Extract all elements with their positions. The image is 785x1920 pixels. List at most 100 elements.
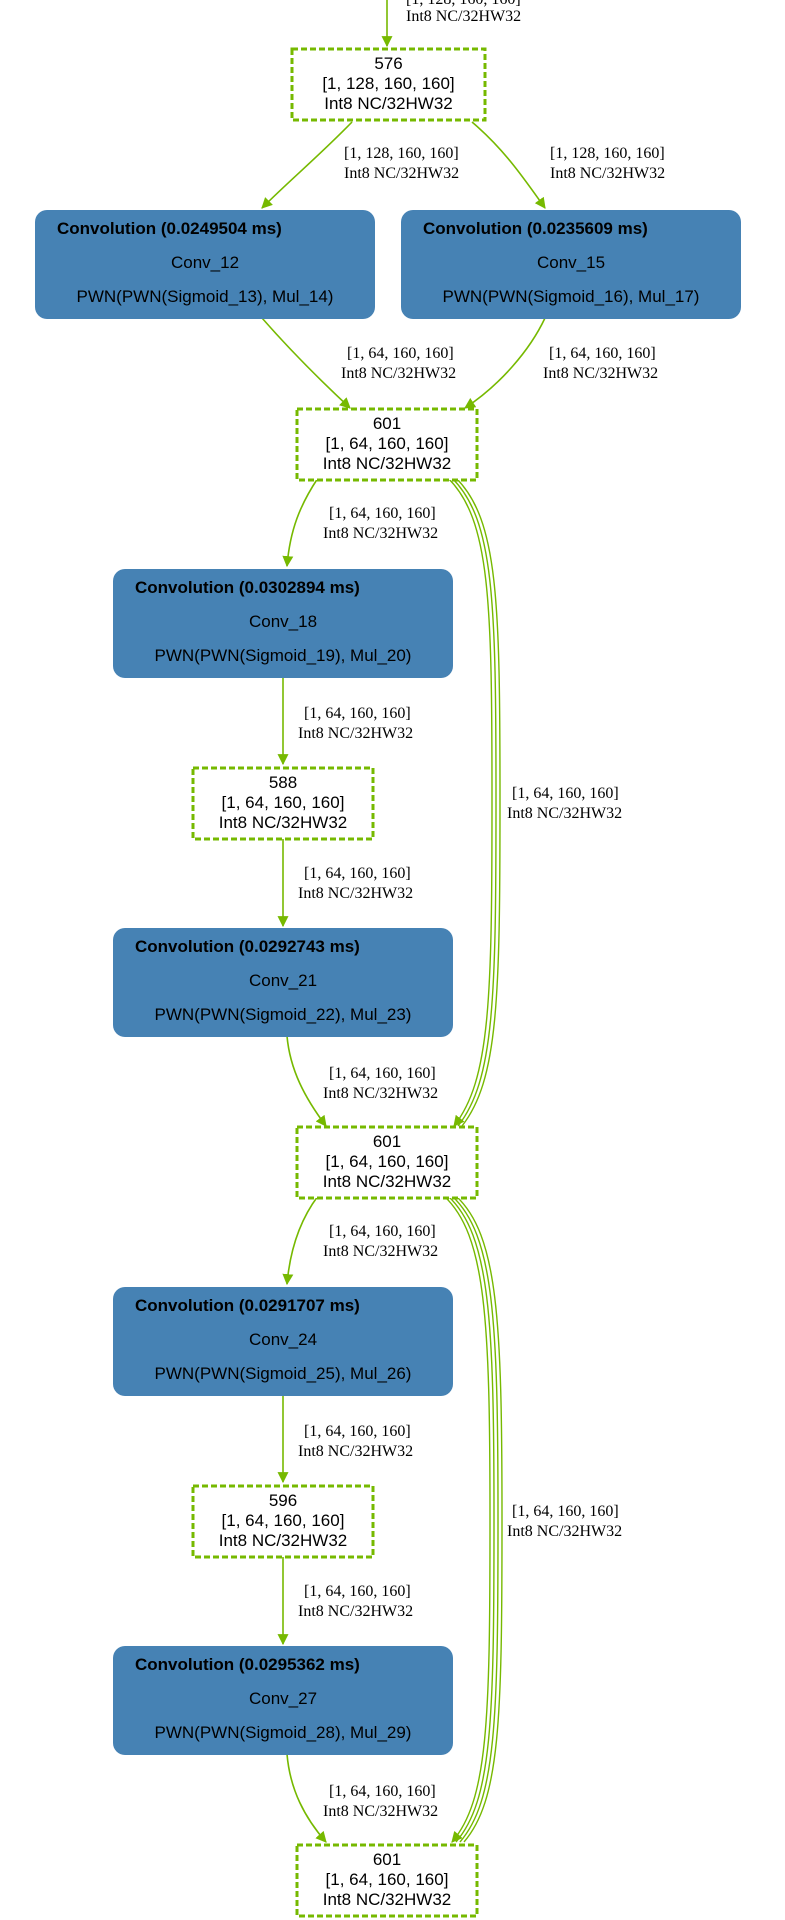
edge-576-to-conv15 — [471, 121, 546, 209]
edge-label-format: Int8 NC/32HW32 — [323, 525, 438, 542]
tensor-node-596[interactable]: 596 [1, 64, 160, 160] Int8 NC/32HW32 — [191, 1484, 375, 1559]
edge-label-shape: [1, 64, 160, 160] — [512, 785, 619, 802]
tensor-node-601[interactable]: 601 [1, 64, 160, 160] Int8 NC/32HW32 — [295, 407, 479, 482]
conv-name: Conv_12 — [171, 253, 239, 272]
tensor-shape: [1, 64, 160, 160] — [326, 1870, 449, 1889]
top-edge-label-format: Int8 NC/32HW32 — [406, 8, 521, 25]
tensor-format: Int8 NC/32HW32 — [219, 813, 348, 832]
edge-label: [1, 64, 160, 160] Int8 NC/32HW32 — [298, 705, 413, 742]
tensor-format: Int8 NC/32HW32 — [219, 1531, 348, 1550]
edge-label: [1, 64, 160, 160]Int8 NC/32HW32 — [323, 1065, 438, 1102]
conv-pwn: PWN(PWN(Sigmoid_22), Mul_23) — [155, 1005, 412, 1024]
edge-label-format: Int8 NC/32HW32 — [298, 885, 413, 902]
conv-pwn: PWN(PWN(Sigmoid_19), Mul_20) — [155, 646, 412, 665]
conv-title: Convolution (0.0302894 ms) — [135, 578, 360, 597]
tensor-shape: [1, 128, 160, 160] — [322, 74, 454, 93]
conv-name: Conv_24 — [249, 1330, 317, 1349]
edge-label-shape: [1, 64, 160, 160] — [549, 345, 656, 362]
edge-label: [1, 64, 160, 160] Int8 NC/32HW32 — [323, 505, 438, 542]
edge-conv12-to-601a — [261, 317, 351, 409]
conv-node-conv15[interactable]: Convolution (0.0235609 ms) Conv_15 PWN(P… — [401, 210, 741, 319]
conv-name: Conv_27 — [249, 1689, 317, 1708]
edge-label: [1, 64, 160, 160] Int8 NC/32HW32 — [298, 865, 413, 902]
top-edge-label: [1, 128, 160, 160] Int8 NC/32HW32 — [406, 0, 521, 25]
edge-label-format: Int8 NC/32HW32 — [298, 725, 413, 742]
edge-601a-to-601b-residual — [447, 477, 501, 1127]
edge-label: [1, 64, 160, 160] Int8 NC/32HW32 — [298, 1423, 413, 1460]
edge-label-shape: [1, 64, 160, 160] — [304, 1583, 411, 1600]
edge-601a-to-conv18 — [282, 477, 319, 568]
edge-label-shape: [1, 128, 160, 160] — [344, 145, 459, 162]
edge-label-shape: [1, 64, 160, 160] — [329, 1223, 436, 1240]
edge-label: [1, 64, 160, 160] Int8 NC/32HW32 — [323, 1783, 438, 1820]
edge-label-format: Int8 NC/32HW32 — [344, 165, 459, 182]
edge-label-shape: [1, 128, 160, 160] — [550, 145, 665, 162]
tensor-id: 601 — [373, 1132, 401, 1151]
edge-label-format: Int8 NC/32HW32 — [323, 1243, 438, 1260]
edge-label-format: Int8 NC/32HW32 — [507, 805, 622, 822]
edge-label: [1, 64, 160, 160] Int8 NC/32HW32 — [323, 1223, 438, 1260]
edge-label: [1, 128, 160, 160] Int8 NC/32HW32 — [550, 145, 665, 182]
edge-label-format: Int8 NC/32HW32 — [341, 365, 456, 382]
conv-title: Convolution (0.0292743 ms) — [135, 937, 360, 956]
edge-label-format: Int8 NC/32HW32 — [550, 165, 665, 182]
edge-label-shape: [1, 64, 160, 160] — [329, 1783, 436, 1800]
edge-label: [1, 64, 160, 160] Int8 NC/32HW32 — [543, 345, 658, 382]
tensor-node-601[interactable]: 601 [1, 64, 160, 160] Int8 NC/32HW32 — [295, 1843, 479, 1918]
edge-labels: [1, 128, 160, 160] Int8 NC/32HW32 [1, 128… — [298, 145, 665, 1820]
edge-label-shape: [1, 64, 160, 160] — [304, 1423, 411, 1440]
conv-node-conv18[interactable]: Convolution (0.0302894 ms) Conv_18 PWN(P… — [113, 569, 453, 678]
edge-label-format: Int8 NC/32HW32 — [298, 1603, 413, 1620]
conv-pwn: PWN(PWN(Sigmoid_25), Mul_26) — [155, 1364, 412, 1383]
tensor-shape: [1, 64, 160, 160] — [326, 434, 449, 453]
tensor-node-576[interactable]: 576 [1, 128, 160, 160] Int8 NC/32HW32 — [290, 47, 487, 122]
edge-601b-to-601c-residual — [443, 1195, 503, 1843]
tensor-id: 588 — [269, 773, 297, 792]
tensor-node-601[interactable]: 601 [1, 64, 160, 160] Int8 NC/32HW32 — [295, 1125, 479, 1200]
conv-name: Conv_18 — [249, 612, 317, 631]
edge-label-shape: [1, 64, 160, 160] — [329, 1065, 436, 1082]
conv-node-conv27[interactable]: Convolution (0.0295362 ms) Conv_27 PWN(P… — [113, 1646, 453, 1755]
conv-name: Conv_15 — [537, 253, 605, 272]
edge-label: [1, 64, 160, 160] Int8 NC/32HW32 — [507, 1503, 622, 1540]
tensor-format: Int8 NC/32HW32 — [323, 1890, 452, 1909]
edge-conv27-to-601c — [286, 1753, 327, 1843]
edge-label-shape: [1, 64, 160, 160] — [329, 505, 436, 522]
conv-title: Convolution (0.0235609 ms) — [423, 219, 648, 238]
edge-label-shape: [1, 64, 160, 160] — [304, 705, 411, 722]
tensor-id: 596 — [269, 1491, 297, 1510]
top-edge-label-shape: [1, 128, 160, 160] — [406, 0, 521, 8]
conv-name: Conv_21 — [249, 971, 317, 990]
edge-label-format: Int8 NC/32HW32 — [323, 1803, 438, 1820]
conv-pwn: PWN(PWN(Sigmoid_28), Mul_29) — [155, 1723, 412, 1742]
tensor-node-588[interactable]: 588 [1, 64, 160, 160] Int8 NC/32HW32 — [191, 766, 375, 841]
edge-label: [1, 64, 160, 160] Int8 NC/32HW32 — [507, 785, 622, 822]
edge-conv21-to-601b — [286, 1035, 327, 1127]
tensor-id: 601 — [373, 414, 401, 433]
conv-title: Convolution (0.0249504 ms) — [57, 219, 282, 238]
edge-label-format: Int8 NC/32HW32 — [507, 1523, 622, 1540]
edge-conv15-to-601a — [464, 317, 546, 409]
edge-label-format: Int8 NC/32HW32 — [298, 1443, 413, 1460]
edge-601b-to-conv24 — [282, 1195, 319, 1286]
tensor-format: Int8 NC/32HW32 — [324, 94, 453, 113]
edge-label: [1, 128, 160, 160] Int8 NC/32HW32 — [344, 145, 459, 182]
conv-title: Convolution (0.0295362 ms) — [135, 1655, 360, 1674]
tensor-format: Int8 NC/32HW32 — [323, 454, 452, 473]
conv-pwn: PWN(PWN(Sigmoid_16), Mul_17) — [443, 287, 700, 306]
edge-label-shape: [1, 64, 160, 160] — [304, 865, 411, 882]
conv-node-conv24[interactable]: Convolution (0.0291707 ms) Conv_24 PWN(P… — [113, 1287, 453, 1396]
tensor-shape: [1, 64, 160, 160] — [222, 793, 345, 812]
tensor-id: 601 — [373, 1850, 401, 1869]
conv-node-conv12[interactable]: Convolution (0.0249504 ms) Conv_12 PWN(P… — [35, 210, 375, 319]
edge-label-format: Int8 NC/32HW32 — [543, 365, 658, 382]
tensor-shape: [1, 64, 160, 160] — [326, 1152, 449, 1171]
edge-576-to-conv12 — [261, 121, 353, 209]
edge-label-shape: [1, 64, 160, 160] — [347, 345, 454, 362]
tensor-id: 576 — [374, 54, 402, 73]
conv-title: Convolution (0.0291707 ms) — [135, 1296, 360, 1315]
conv-node-conv21[interactable]: Convolution (0.0292743 ms) Conv_21 PWN(P… — [113, 928, 453, 1037]
tensor-format: Int8 NC/32HW32 — [323, 1172, 452, 1191]
edge-label-shape: [1, 64, 160, 160] — [512, 1503, 619, 1520]
